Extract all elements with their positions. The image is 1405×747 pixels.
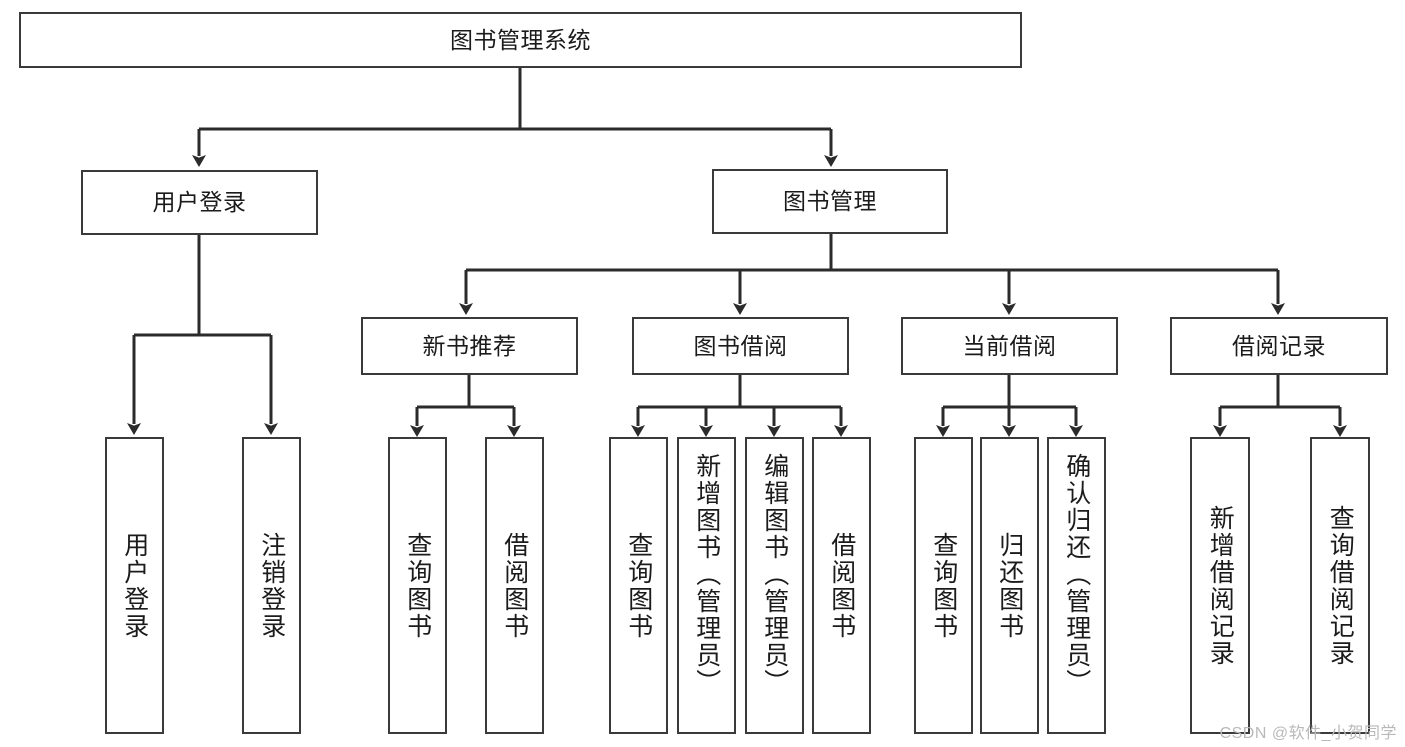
node-current-borrow[interactable]: 当前借阅	[901, 317, 1118, 375]
leaf-query-borrow-record-label: 查询借阅记录	[1326, 504, 1355, 667]
node-user-login[interactable]: 用户登录	[81, 170, 318, 235]
leaf-query-book-current-label: 查询图书	[929, 531, 958, 640]
leaf-add-book-admin[interactable]: 新增图书（管理员）	[677, 437, 736, 734]
leaf-query-book-borrow-label: 查询图书	[624, 531, 653, 640]
leaf-add-book-admin-label: 新增图书（管理员）	[692, 453, 721, 696]
csdn-watermark: CSDN @软件_小贺同学	[1219, 725, 1397, 742]
leaf-user-login-label: 用户登录	[120, 531, 149, 640]
leaf-confirm-return-admin-label: 确认归还（管理员）	[1062, 453, 1091, 696]
leaf-edit-book-admin-label: 编辑图书（管理员）	[760, 453, 789, 696]
leaf-logout-label: 注销登录	[257, 531, 286, 640]
leaf-add-borrow-record-label: 新增借阅记录	[1206, 504, 1235, 667]
node-root-label: 图书管理系统	[450, 26, 591, 53]
leaf-borrow-book-borrow[interactable]: 借阅图书	[812, 437, 871, 734]
leaf-query-book-borrow[interactable]: 查询图书	[609, 437, 668, 734]
leaf-user-login[interactable]: 用户登录	[105, 437, 164, 734]
node-new-book-recommend[interactable]: 新书推荐	[361, 317, 578, 375]
node-user-login-label: 用户登录	[152, 189, 247, 216]
leaf-edit-book-admin[interactable]: 编辑图书（管理员）	[745, 437, 804, 734]
node-book-management[interactable]: 图书管理	[712, 169, 948, 234]
leaf-confirm-return-admin[interactable]: 确认归还（管理员）	[1047, 437, 1106, 734]
leaf-return-book[interactable]: 归还图书	[980, 437, 1039, 734]
node-book-management-label: 图书管理	[783, 188, 877, 215]
leaf-borrow-book-borrow-label: 借阅图书	[827, 531, 856, 640]
leaf-borrow-book-newbook[interactable]: 借阅图书	[485, 437, 544, 734]
node-borrow-records-label: 借阅记录	[1232, 332, 1326, 359]
leaf-return-book-label: 归还图书	[995, 531, 1024, 640]
leaf-query-borrow-record[interactable]: 查询借阅记录	[1310, 437, 1370, 734]
leaf-query-book-current[interactable]: 查询图书	[914, 437, 973, 734]
node-book-borrow-label: 图书借阅	[693, 332, 788, 359]
node-book-borrow[interactable]: 图书借阅	[632, 317, 849, 375]
node-root[interactable]: 图书管理系统	[19, 12, 1022, 68]
node-new-book-recommend-label: 新书推荐	[422, 332, 517, 359]
node-current-borrow-label: 当前借阅	[962, 332, 1057, 359]
leaf-logout[interactable]: 注销登录	[242, 437, 301, 734]
leaf-query-book-newbook-label: 查询图书	[403, 531, 432, 640]
node-borrow-records[interactable]: 借阅记录	[1170, 317, 1388, 375]
leaf-add-borrow-record[interactable]: 新增借阅记录	[1190, 437, 1250, 734]
leaf-query-book-newbook[interactable]: 查询图书	[388, 437, 447, 734]
leaf-borrow-book-newbook-label: 借阅图书	[500, 531, 529, 640]
